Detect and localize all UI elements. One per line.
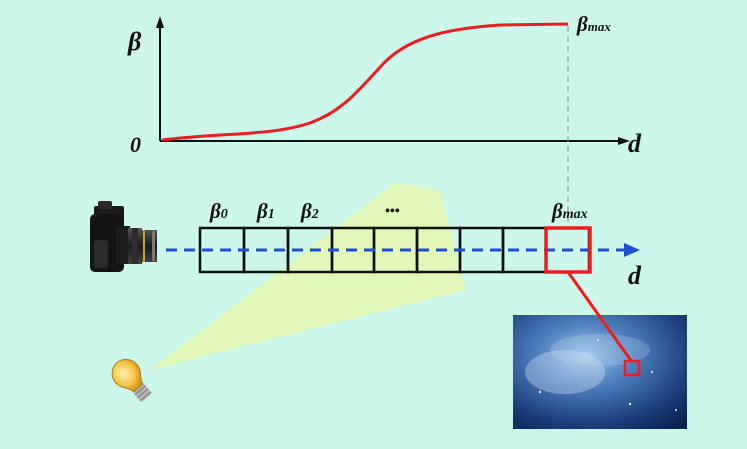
camera-icon [90, 201, 157, 272]
light-beam [150, 183, 466, 370]
distance-arrow-label: d [628, 261, 642, 290]
cell-label-beta-max: βmax [551, 199, 588, 223]
beta-curve [161, 22, 569, 142]
cell-label-beta-2: β2 [300, 199, 319, 223]
zoom-connector [566, 271, 634, 363]
zoom-box [623, 359, 641, 377]
origin-label: 0 [130, 132, 141, 157]
beta-vs-distance-graph: β 0 d βmax [127, 12, 642, 230]
light-bulb-icon [111, 358, 152, 402]
cell-label-beta-1: β1 [256, 199, 275, 223]
distance-arrowhead [624, 243, 640, 257]
underwater-image-thumbnail [513, 315, 687, 429]
x-axis-label: d [628, 129, 642, 158]
y-axis-arrowhead [156, 16, 164, 28]
y-axis-label: β [127, 27, 142, 56]
cell-label-beta-0: β0 [209, 199, 228, 223]
cell-label-ellipsis: ••• [385, 204, 400, 219]
x-axis-arrowhead [618, 137, 630, 145]
curve-end-label: βmax [576, 12, 611, 36]
